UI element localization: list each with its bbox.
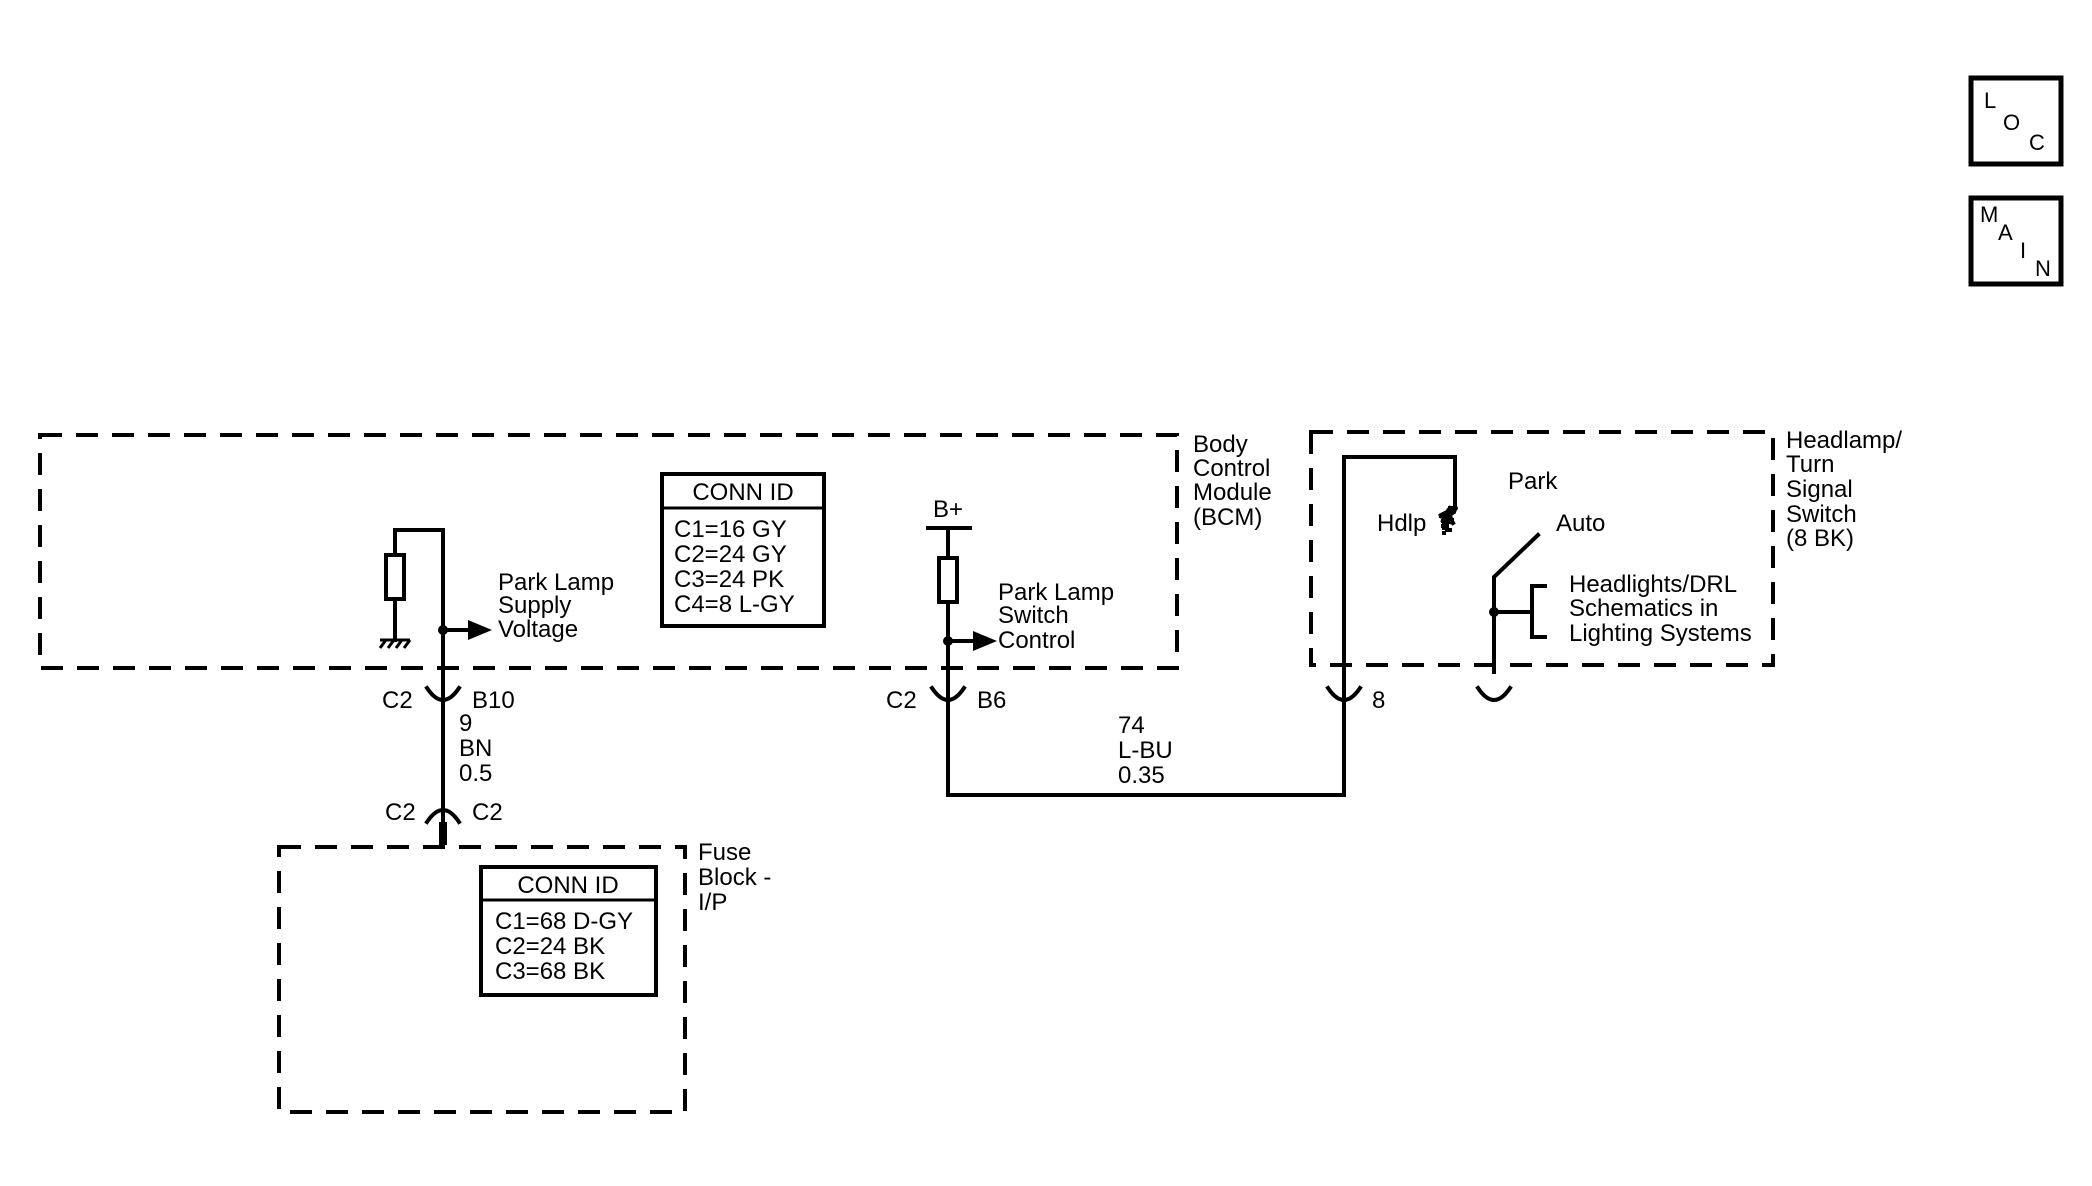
bcm-conn-id-table: CONN ID C1=16 GY C2=24 GY C3=24 PK C4=8 … — [660, 472, 826, 628]
bcm-name: Body Control Module (BCM) — [1193, 431, 1278, 531]
loc-letter-o: O — [2003, 110, 2020, 135]
connector-label: C2 — [472, 799, 503, 826]
connector-c2-fuse — [424, 808, 462, 825]
fuse-conn-id-table: CONN ID C1=68 D-GY C2=24 BK C3=68 BK — [479, 865, 658, 997]
hdlp-contact-arm — [1442, 505, 1458, 526]
wire-l-bu-label: 74 L-BU 0.35 — [1118, 712, 1179, 789]
fuse-conn-id-row: C1=68 D-GY — [495, 908, 633, 935]
resistor-icon — [384, 553, 406, 601]
main-letter-a: A — [1998, 220, 2013, 245]
connector-label: C2 — [385, 799, 416, 826]
park-label: Park — [1508, 468, 1558, 495]
connector-auto — [1475, 685, 1513, 702]
loc-button[interactable]: L O C — [1968, 75, 2064, 167]
arrow-right-icon — [973, 631, 997, 651]
fuse-conn-id-row: C3=68 BK — [495, 958, 605, 985]
main-letter-i: I — [2020, 238, 2026, 263]
fuse-block-name: Fuse Block - I/P — [698, 839, 778, 916]
connector-c2-b6 — [929, 685, 967, 702]
bplus-label: B+ — [933, 496, 963, 523]
main-letter-m: M — [1980, 202, 1998, 227]
supply-voltage-circuit — [378, 528, 492, 674]
connector-pin-8 — [1325, 685, 1363, 702]
ground-icon — [378, 638, 412, 649]
pin-label: 8 — [1372, 687, 1385, 714]
connector-label: C2 — [382, 687, 413, 714]
switch-control-label: Park Lamp Switch Control — [998, 579, 1121, 654]
loc-letter-c: C — [2029, 130, 2045, 155]
loc-letter-l: L — [1984, 88, 1996, 113]
wire-l-bu — [946, 670, 1346, 797]
pin-label: B10 — [472, 687, 515, 714]
bcm-conn-id-row: C3=24 PK — [674, 566, 784, 593]
resistor-icon — [937, 556, 959, 604]
main-button[interactable]: M A I N — [1968, 195, 2064, 287]
hdlp-label: Hdlp — [1377, 510, 1426, 537]
bcm-conn-id-title: CONN ID — [692, 479, 793, 506]
switch-control-circuit: B+ — [926, 496, 997, 674]
fuse-conn-id-row: C2=24 BK — [495, 933, 605, 960]
switch-name: Headlamp/ Turn Signal Switch (8 BK) — [1786, 427, 1909, 552]
supply-voltage-label: Park Lamp Supply Voltage — [498, 569, 621, 643]
switch-boundary — [1309, 430, 1775, 667]
bcm-conn-id-row: C4=8 L-GY — [674, 591, 795, 618]
connector-c2-b10 — [424, 685, 462, 702]
wire-bn-label: 9 BN 0.5 — [459, 710, 499, 787]
headlights-reference: Headlights/DRL Schematics in Lighting Sy… — [1569, 571, 1752, 647]
bcm-conn-id-row: C2=24 GY — [674, 541, 787, 568]
pin-label: B6 — [977, 687, 1006, 714]
main-letter-n: N — [2035, 256, 2051, 281]
fuse-block-boundary — [277, 845, 687, 1114]
arrow-right-icon — [468, 620, 492, 640]
bcm-conn-id-row: C1=16 GY — [674, 516, 787, 543]
connector-label: C2 — [886, 687, 917, 714]
fuse-conn-id-title: CONN ID — [517, 872, 618, 899]
auto-label: Auto — [1556, 510, 1605, 537]
